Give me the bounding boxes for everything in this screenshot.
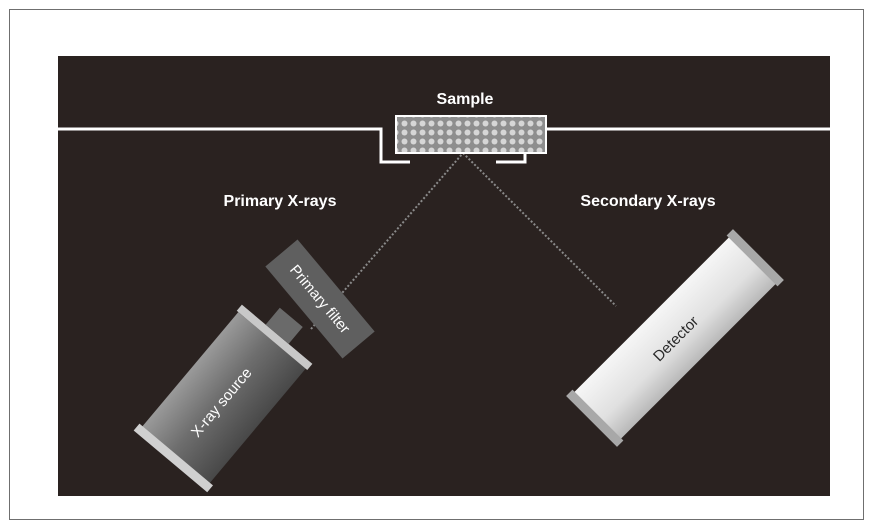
xrf-diagram: X-ray source Primary filter Detector Sam…: [58, 56, 830, 496]
secondary-beam: [462, 152, 617, 307]
sample-label: Sample: [437, 91, 494, 108]
xray-source: X-ray source: [133, 304, 313, 493]
detector: Detector: [566, 229, 784, 447]
sample-block: [395, 115, 547, 154]
primary-beam: [310, 152, 464, 330]
primary-filter: Primary filter: [265, 239, 375, 359]
primary-xrays-label: Primary X-rays: [224, 193, 337, 210]
diagram-canvas: X-ray source Primary filter Detector Sam…: [58, 91, 830, 493]
secondary-xrays-label: Secondary X-rays: [580, 193, 715, 210]
